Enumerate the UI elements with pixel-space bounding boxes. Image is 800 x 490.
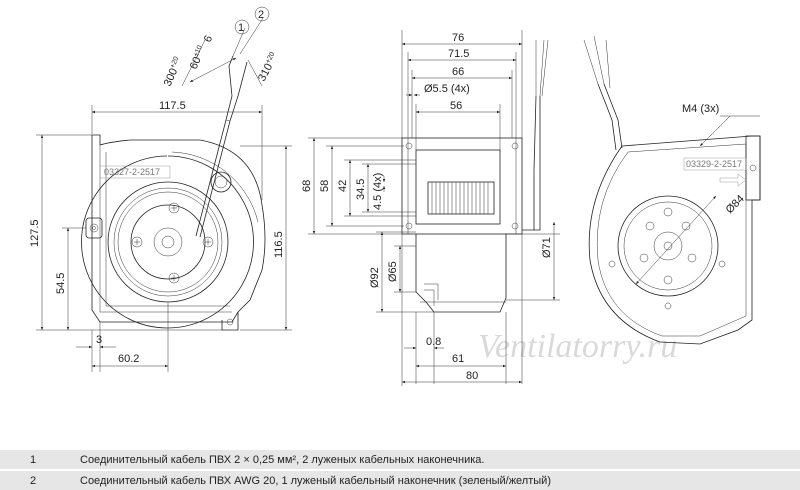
note-text: Соединительный кабель ПВХ AWG 20, 1 луже… — [76, 469, 800, 490]
svg-text:6: 6 — [202, 34, 215, 44]
svg-text:Ø92: Ø92 — [369, 267, 381, 288]
side-view: 76 71.5 66 Ø5.5 (4x) 56 68 58 42 34.5 4.… — [301, 30, 560, 386]
svg-text:Ø84: Ø84 — [724, 193, 747, 216]
svg-text:34.5: 34.5 — [355, 179, 367, 200]
svg-text:310+20: 310+20 — [256, 51, 281, 83]
svg-text:58: 58 — [319, 180, 331, 192]
svg-text:80: 80 — [466, 370, 478, 382]
svg-text:0.8: 0.8 — [426, 336, 441, 348]
svg-text:56: 56 — [450, 100, 462, 112]
notes-table: 1 Соединительный кабель ПВХ 2 × 0,25 мм²… — [0, 448, 800, 490]
table-row: 2 Соединительный кабель ПВХ AWG 20, 1 лу… — [0, 469, 800, 490]
svg-text:127.5: 127.5 — [29, 219, 41, 247]
svg-text:Ø5.5 (4x): Ø5.5 (4x) — [424, 83, 470, 95]
svg-text:Ø65: Ø65 — [387, 261, 399, 282]
callout-1 — [234, 19, 250, 35]
note-text: Соединительный кабель ПВХ 2 × 0,25 мм², … — [76, 448, 800, 470]
product-label-right: 03329-2-2517 — [686, 159, 742, 169]
technical-drawing: Ventilatorry.ru — [29, 6, 761, 386]
svg-text:1: 1 — [238, 22, 244, 34]
svg-text:68: 68 — [301, 180, 313, 192]
svg-text:M4 (3x): M4 (3x) — [682, 103, 719, 115]
screw-icon — [131, 202, 214, 284]
svg-text:42: 42 — [337, 180, 349, 192]
note-number: 1 — [0, 448, 76, 470]
svg-text:Ø71: Ø71 — [541, 237, 553, 258]
svg-text:61: 61 — [452, 353, 464, 365]
back-view: 03329-2-2517 M4 (3x) Ø84 — [583, 35, 761, 345]
arrow-icon — [719, 173, 747, 187]
note-number: 2 — [0, 469, 76, 490]
callout-2 — [254, 6, 270, 22]
watermark: Ventilatorry.ru — [478, 328, 677, 365]
svg-text:66: 66 — [452, 66, 464, 78]
svg-text:300+20: 300+20 — [162, 56, 185, 89]
svg-text:60.2: 60.2 — [118, 353, 139, 365]
product-label: 03327-2-2517 — [104, 167, 160, 177]
svg-text:116.5: 116.5 — [273, 231, 285, 258]
table-row: 1 Соединительный кабель ПВХ 2 × 0,25 мм²… — [0, 448, 800, 470]
svg-text:3: 3 — [96, 334, 102, 346]
svg-text:54.5: 54.5 — [55, 273, 67, 294]
svg-text:2: 2 — [258, 9, 264, 21]
svg-text:71.5: 71.5 — [448, 48, 469, 60]
svg-text:4.5 (4x): 4.5 (4x) — [372, 173, 384, 210]
front-view: 03327-2-2517 1 2 300+20 60±10 6 310+20 1… — [29, 6, 292, 372]
svg-text:60±10: 60±10 — [188, 44, 209, 71]
svg-text:117.5: 117.5 — [159, 100, 186, 112]
svg-text:76: 76 — [452, 32, 464, 44]
